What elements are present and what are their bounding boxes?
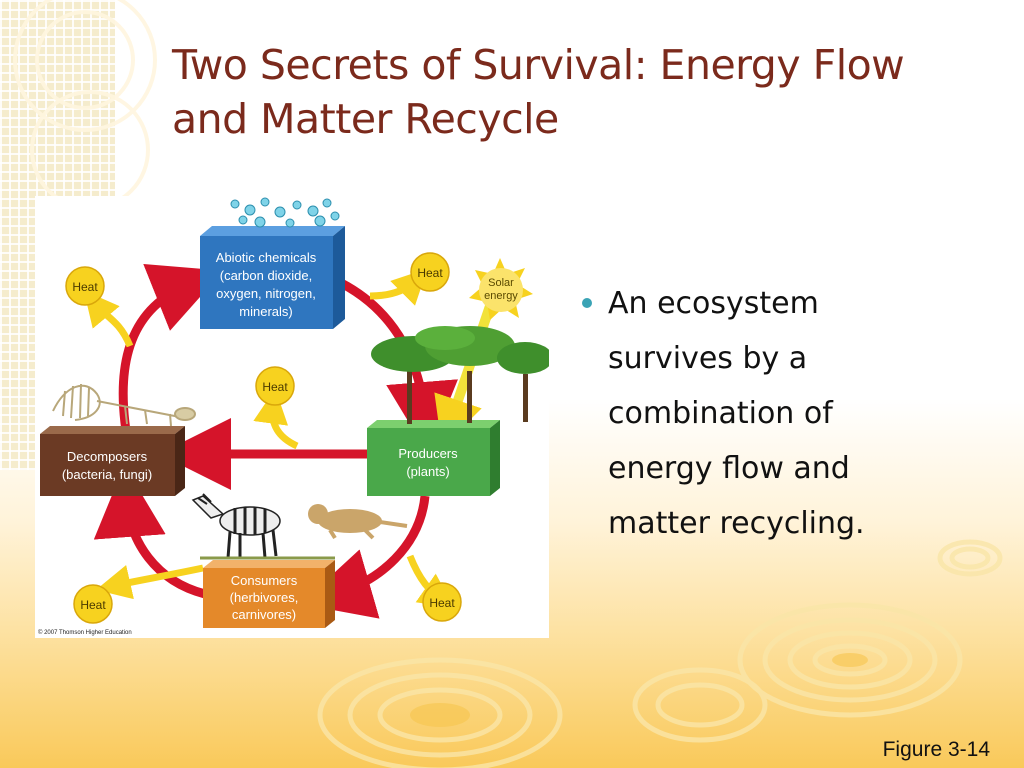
lion-illustration <box>308 504 408 540</box>
molecule-bubbles <box>230 197 340 228</box>
heat-arrow-bottomleft <box>95 564 204 600</box>
heat-arrow-topright <box>369 268 428 306</box>
abiotic-line-1: Abiotic chemicals <box>216 250 317 265</box>
heat-label-middle: Heat <box>262 380 288 394</box>
heat-arrow-middle <box>253 388 299 450</box>
abiotic-line-4: minerals) <box>239 304 292 319</box>
solar-line-1: Solar <box>488 277 514 289</box>
abiotic-line-2: (carbon dioxide, <box>220 268 313 283</box>
heat-arrow-topleft <box>83 290 134 348</box>
diagram-canvas: Abiotic chemicals (carbon dioxide, oxyge… <box>38 197 549 636</box>
consumers-line-1: Consumers <box>231 573 298 588</box>
consumers-line-2: (herbivores, <box>230 590 299 605</box>
arrow-decomposers-to-abiotic <box>118 263 224 455</box>
heat-label-bottomleft: Heat <box>80 598 106 612</box>
heat-circle-middle: Heat <box>255 366 295 406</box>
arrow-consumers-to-decomposers <box>93 465 207 599</box>
heat-circle-bottomright: Heat <box>422 582 462 622</box>
decomposers-box: Decomposers (bacteria, fungi) <box>40 426 185 496</box>
decomposing-animal-illustration <box>52 383 196 427</box>
heat-circle-topleft: Heat <box>65 266 105 306</box>
figure-reference: Figure 3-14 <box>882 738 990 761</box>
slide-title: Two Secrets of Survival: Energy Flow and… <box>172 41 905 143</box>
decomposers-line-1: Decomposers <box>67 449 148 464</box>
cycle-arrows <box>93 263 458 619</box>
abiotic-chemicals-box: Abiotic chemicals (carbon dioxide, oxyge… <box>200 226 345 329</box>
energy-matter-cycle-diagram: Abiotic chemicals (carbon dioxide, oxyge… <box>35 196 549 638</box>
heat-label-topright: Heat <box>417 266 443 280</box>
producers-line-1: Producers <box>398 446 458 461</box>
trees-illustration <box>371 326 549 424</box>
copyright-note: © 2007 Thomson Higher Education <box>38 629 132 636</box>
bullet-text: An ecosystem survives by a combination o… <box>608 286 865 541</box>
decomposers-line-2: (bacteria, fungi) <box>62 467 152 482</box>
producers-box: Producers (plants) <box>367 420 500 496</box>
arrow-abiotic-to-producers <box>333 275 458 454</box>
bullet-item: An ecosystem survives by a combination o… <box>578 276 918 551</box>
abiotic-line-3: oxygen, nitrogen, <box>216 286 316 301</box>
consumers-box: Consumers (herbivores, carnivores) <box>203 560 335 628</box>
solar-line-2: energy <box>484 290 518 302</box>
heat-label-bottomright: Heat <box>429 596 455 610</box>
zebra-illustration <box>191 493 281 559</box>
consumers-line-3: carnivores) <box>232 607 296 622</box>
producers-line-2: (plants) <box>406 464 449 479</box>
solar-energy-sun: Solar energy <box>469 258 533 320</box>
heat-label-topleft: Heat <box>72 280 98 294</box>
bullet-dot-icon <box>582 298 592 308</box>
arrow-producers-to-consumers <box>300 495 430 619</box>
bullet-list: An ecosystem survives by a combination o… <box>578 276 918 551</box>
heat-circle-bottomleft: Heat <box>73 584 113 624</box>
heat-circle-topright: Heat <box>410 252 450 292</box>
